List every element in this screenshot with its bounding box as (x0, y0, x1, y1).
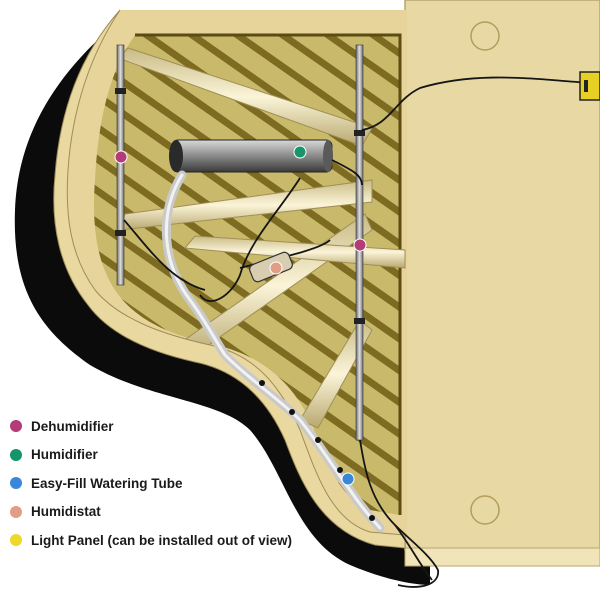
braces (117, 47, 406, 429)
light-panel-unit (579, 71, 600, 101)
watering-tube-dot-icon (10, 477, 22, 490)
cables (123, 76, 593, 588)
legend-item-humidifier: Humidifier (10, 441, 310, 470)
legend-label: Dehumidifier (31, 418, 114, 434)
marker-watering-tube (341, 472, 355, 486)
piano-front-edge (404, 547, 600, 567)
humidifier-unit (169, 139, 333, 173)
panel-bolt-bottom (470, 495, 500, 525)
panel-bolt-top (470, 21, 500, 51)
legend-item-dehumidifier: Dehumidifier (10, 412, 310, 441)
humidifier-dot-icon (10, 448, 22, 461)
humidistat-dot-icon (10, 505, 22, 518)
piano-inner-rim (53, 9, 406, 549)
legend-label: Light Panel (can be installed out of vie… (31, 532, 293, 548)
legend: Dehumidifier Humidifier Easy-Fill Wateri… (10, 412, 310, 555)
marker-humidistat (269, 261, 283, 275)
tube-clips (259, 380, 375, 521)
marker-humidifier (293, 145, 307, 159)
dehumidifier-dot-icon (10, 420, 22, 433)
light-panel-dot-icon (10, 534, 22, 547)
piano-right-panel (404, 0, 600, 551)
marker-dehumidifier-left (114, 150, 128, 164)
brace-5 (184, 235, 406, 269)
dehumidifier-rod-left (116, 44, 125, 286)
legend-item-watering-tube: Easy-Fill Watering Tube (10, 469, 310, 498)
brace-1 (117, 47, 373, 147)
legend-item-humidistat: Humidistat (10, 498, 310, 527)
legend-label: Humidifier (31, 447, 98, 463)
component-markers (114, 145, 367, 486)
marker-dehumidifier-right (353, 238, 367, 252)
legend-label: Humidistat (31, 504, 101, 520)
legend-item-light-panel: Light Panel (can be installed out of vie… (10, 526, 310, 555)
legend-label: Easy-Fill Watering Tube (31, 475, 183, 491)
brace-4 (299, 319, 373, 429)
